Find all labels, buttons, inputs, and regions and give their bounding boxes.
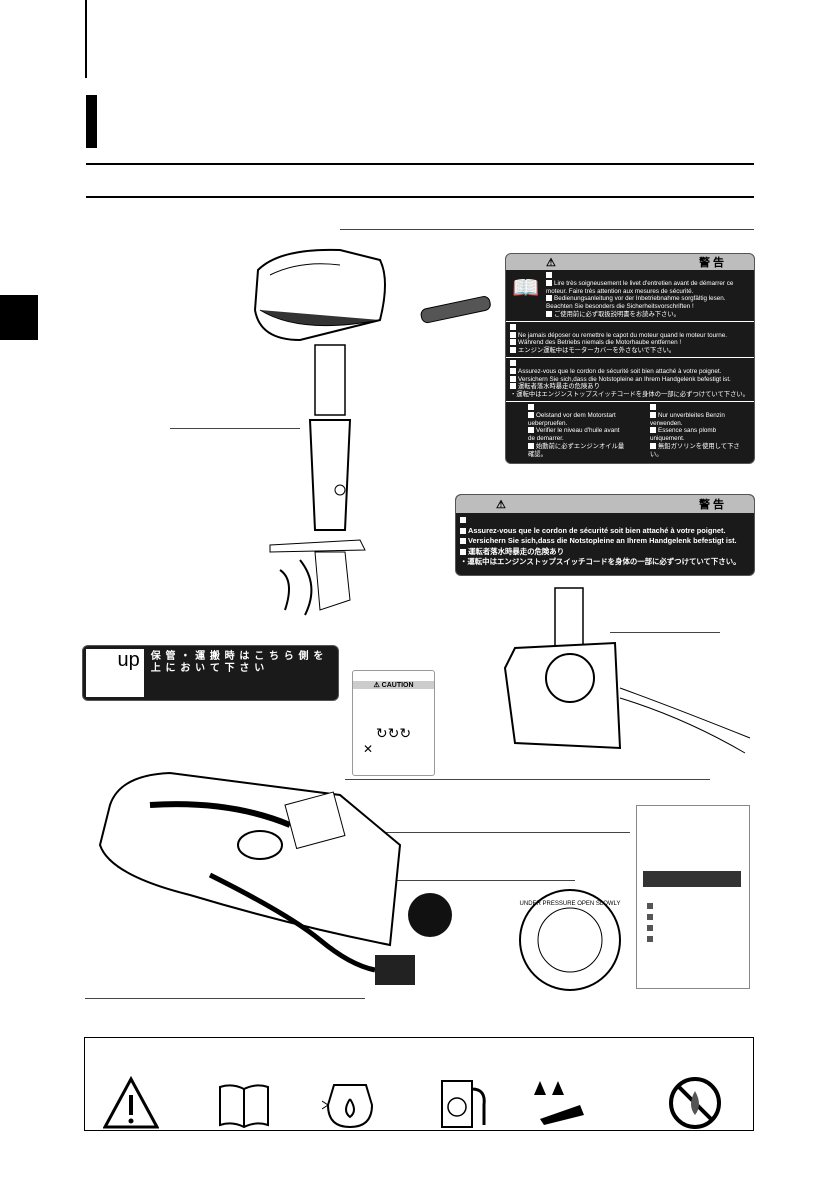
leader-line (610, 632, 720, 633)
warning-triangle-icon: ⚠ (546, 256, 556, 269)
svg-text:UNDER PRESSURE OPEN SLOWLY: UNDER PRESSURE OPEN SLOWLY (520, 901, 621, 907)
title-bar (86, 95, 97, 148)
fuel-warning-label (636, 805, 750, 989)
up-storage-icon (534, 1081, 584, 1125)
leader-line (340, 229, 754, 230)
up-label-text: 保 管 ・ 運 搬 時 は こ ち ら 側 を 上 に お い て 下 さ い (150, 651, 325, 674)
fuel-cap-illustration: UNDER PRESSURE OPEN SLOWLY (519, 889, 621, 991)
bullet-list (647, 903, 653, 947)
unleaded-fuel-icon (441, 1080, 486, 1128)
divider-top (86, 163, 754, 165)
manual-book-icon: 📖 (512, 275, 540, 300)
no-fire-icon (669, 1077, 721, 1129)
chapter-tab (0, 295, 38, 340)
remote-control-illustration (503, 587, 751, 754)
up-storage-label: up 保 管 ・ 運 搬 時 は こ ち ら 側 を 上 に お い て 下 さ… (82, 645, 339, 701)
warning-label-lanyard: ⚠警 告 Assurez-vous que le cordon de sécur… (455, 494, 755, 576)
divider-bottom (86, 196, 754, 198)
header-text: 警 告 (698, 257, 724, 269)
leader-line (345, 779, 710, 780)
no-tool-icon: ✕ (363, 742, 374, 756)
warning-triangle-icon: ⚠ (496, 498, 506, 511)
section-oil-fuel: Oelstand vor dem Motorstart ueberpruefen… (506, 400, 754, 463)
rotation-icons: ↻↻↻ (375, 725, 412, 741)
engine-oil-icon (322, 1084, 374, 1129)
manual-book-icon (219, 1084, 269, 1129)
symbol-legend-box (84, 1037, 754, 1131)
leader-line (365, 880, 575, 881)
leader-line (360, 832, 630, 833)
outboard-motor-illustration (253, 248, 491, 616)
section-manual: 📖 Lire très soigneusement le livet d'ent… (506, 270, 754, 321)
section-lanyard: Assurez-vous que le cordon de sécurité s… (506, 356, 754, 401)
leader-line (85, 998, 365, 999)
fuel-column: Nur unverbleites Benzin verwenden. Essen… (632, 403, 750, 459)
warning-icon (103, 1075, 159, 1129)
header-text: 警 告 (698, 499, 724, 511)
up-pictogram: up (86, 649, 144, 697)
fuel-tank-illustration (98, 771, 452, 985)
leader-line (170, 428, 300, 429)
warning-label-main: ⚠ 警 告 📖 Lire très soigneusement le livet … (505, 253, 755, 464)
caution-label: ⚠ CAUTION ↻↻↻ ✕ (352, 670, 435, 776)
oil-column: Oelstand vor dem Motorstart ueberpruefen… (510, 403, 628, 459)
margin-line (85, 0, 87, 78)
label-header (643, 871, 741, 887)
section-cover: Ne jamais déposer ou remettre le capot d… (506, 320, 754, 357)
